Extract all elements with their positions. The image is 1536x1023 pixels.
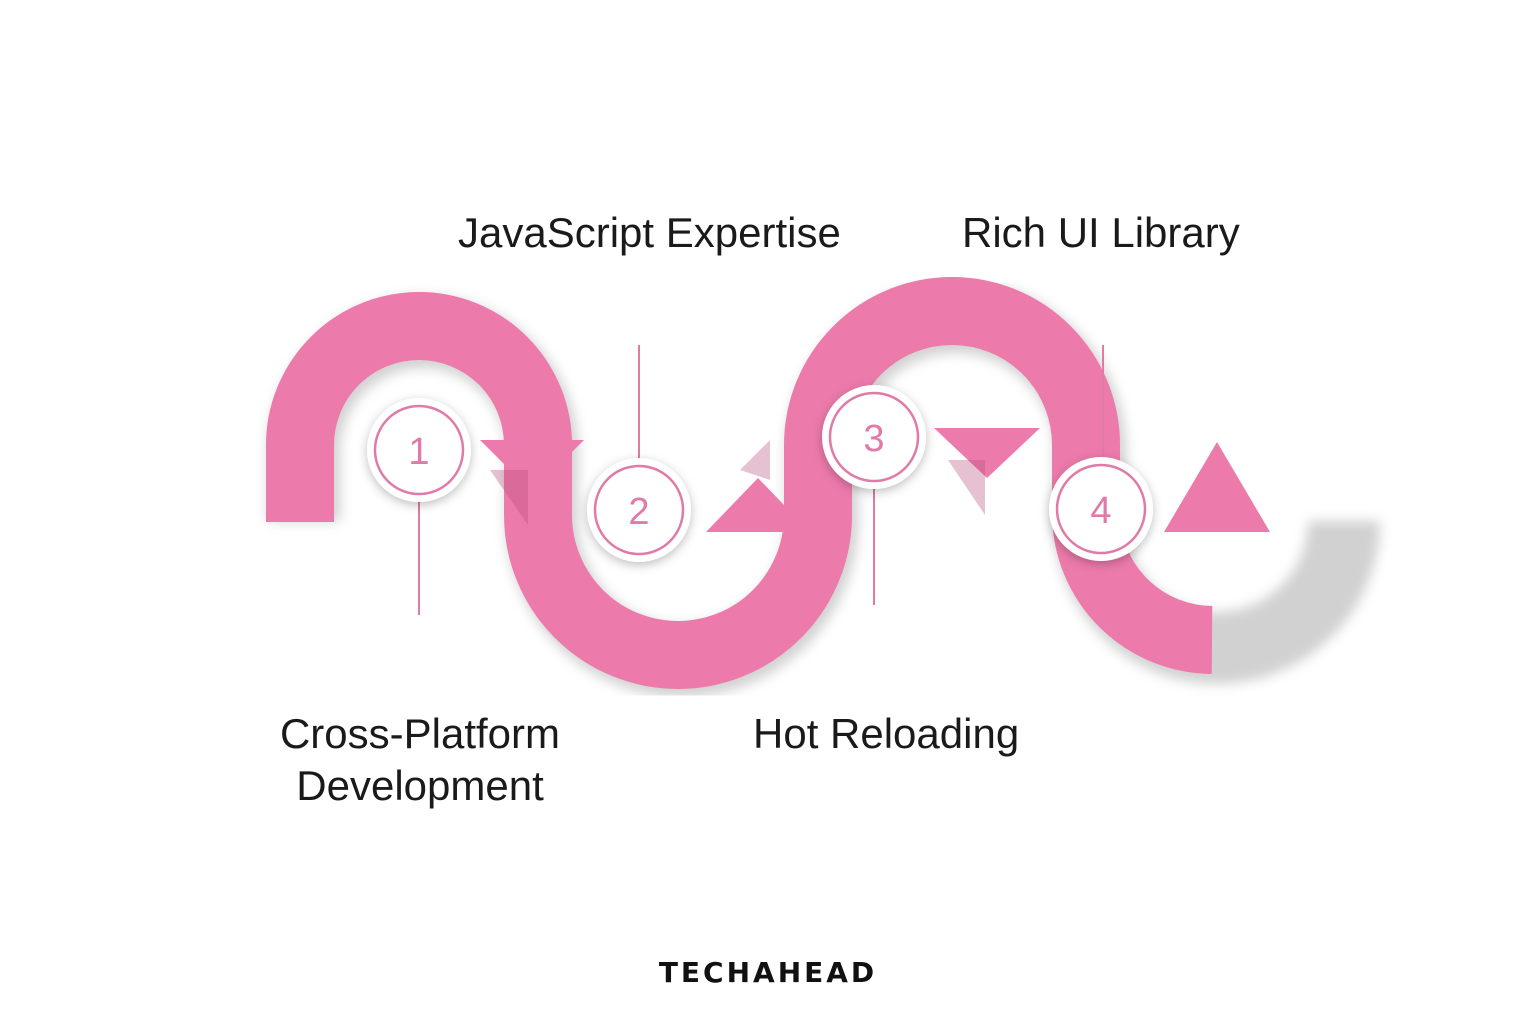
step-label-3: Hot Reloading: [753, 710, 1020, 757]
step-label-1: Cross-Platform Development: [250, 708, 590, 812]
step-number-1: 1: [408, 431, 429, 473]
wave-ribbon: [266, 277, 1214, 689]
step-circle-2: 2: [587, 458, 691, 562]
arrow-head-2: [706, 478, 810, 532]
step-label-2: JavaScript Expertise: [458, 209, 841, 256]
step-number-4: 4: [1090, 490, 1111, 532]
step-label-4: Rich UI Library: [962, 209, 1240, 256]
arrow-head-end: [1164, 442, 1270, 532]
fold-shadow-2: [740, 440, 770, 480]
step-number-3: 3: [863, 418, 884, 460]
arrow-head-1: [480, 440, 584, 492]
step-circle-1: 1: [367, 398, 471, 502]
step-circle-4: 4: [1049, 457, 1153, 561]
fold-shadow-1: [490, 470, 528, 525]
step-circle-3: 3: [822, 385, 926, 489]
fold-shadow-3: [948, 460, 985, 515]
arrow-head-3: [934, 428, 1040, 478]
step-number-2: 2: [628, 491, 649, 533]
step-label-1-line-1: Cross-Platform: [279, 710, 561, 757]
techahead-logo: TECHAHEAD: [658, 956, 878, 989]
step-label-1-line-2: Development: [296, 762, 544, 809]
